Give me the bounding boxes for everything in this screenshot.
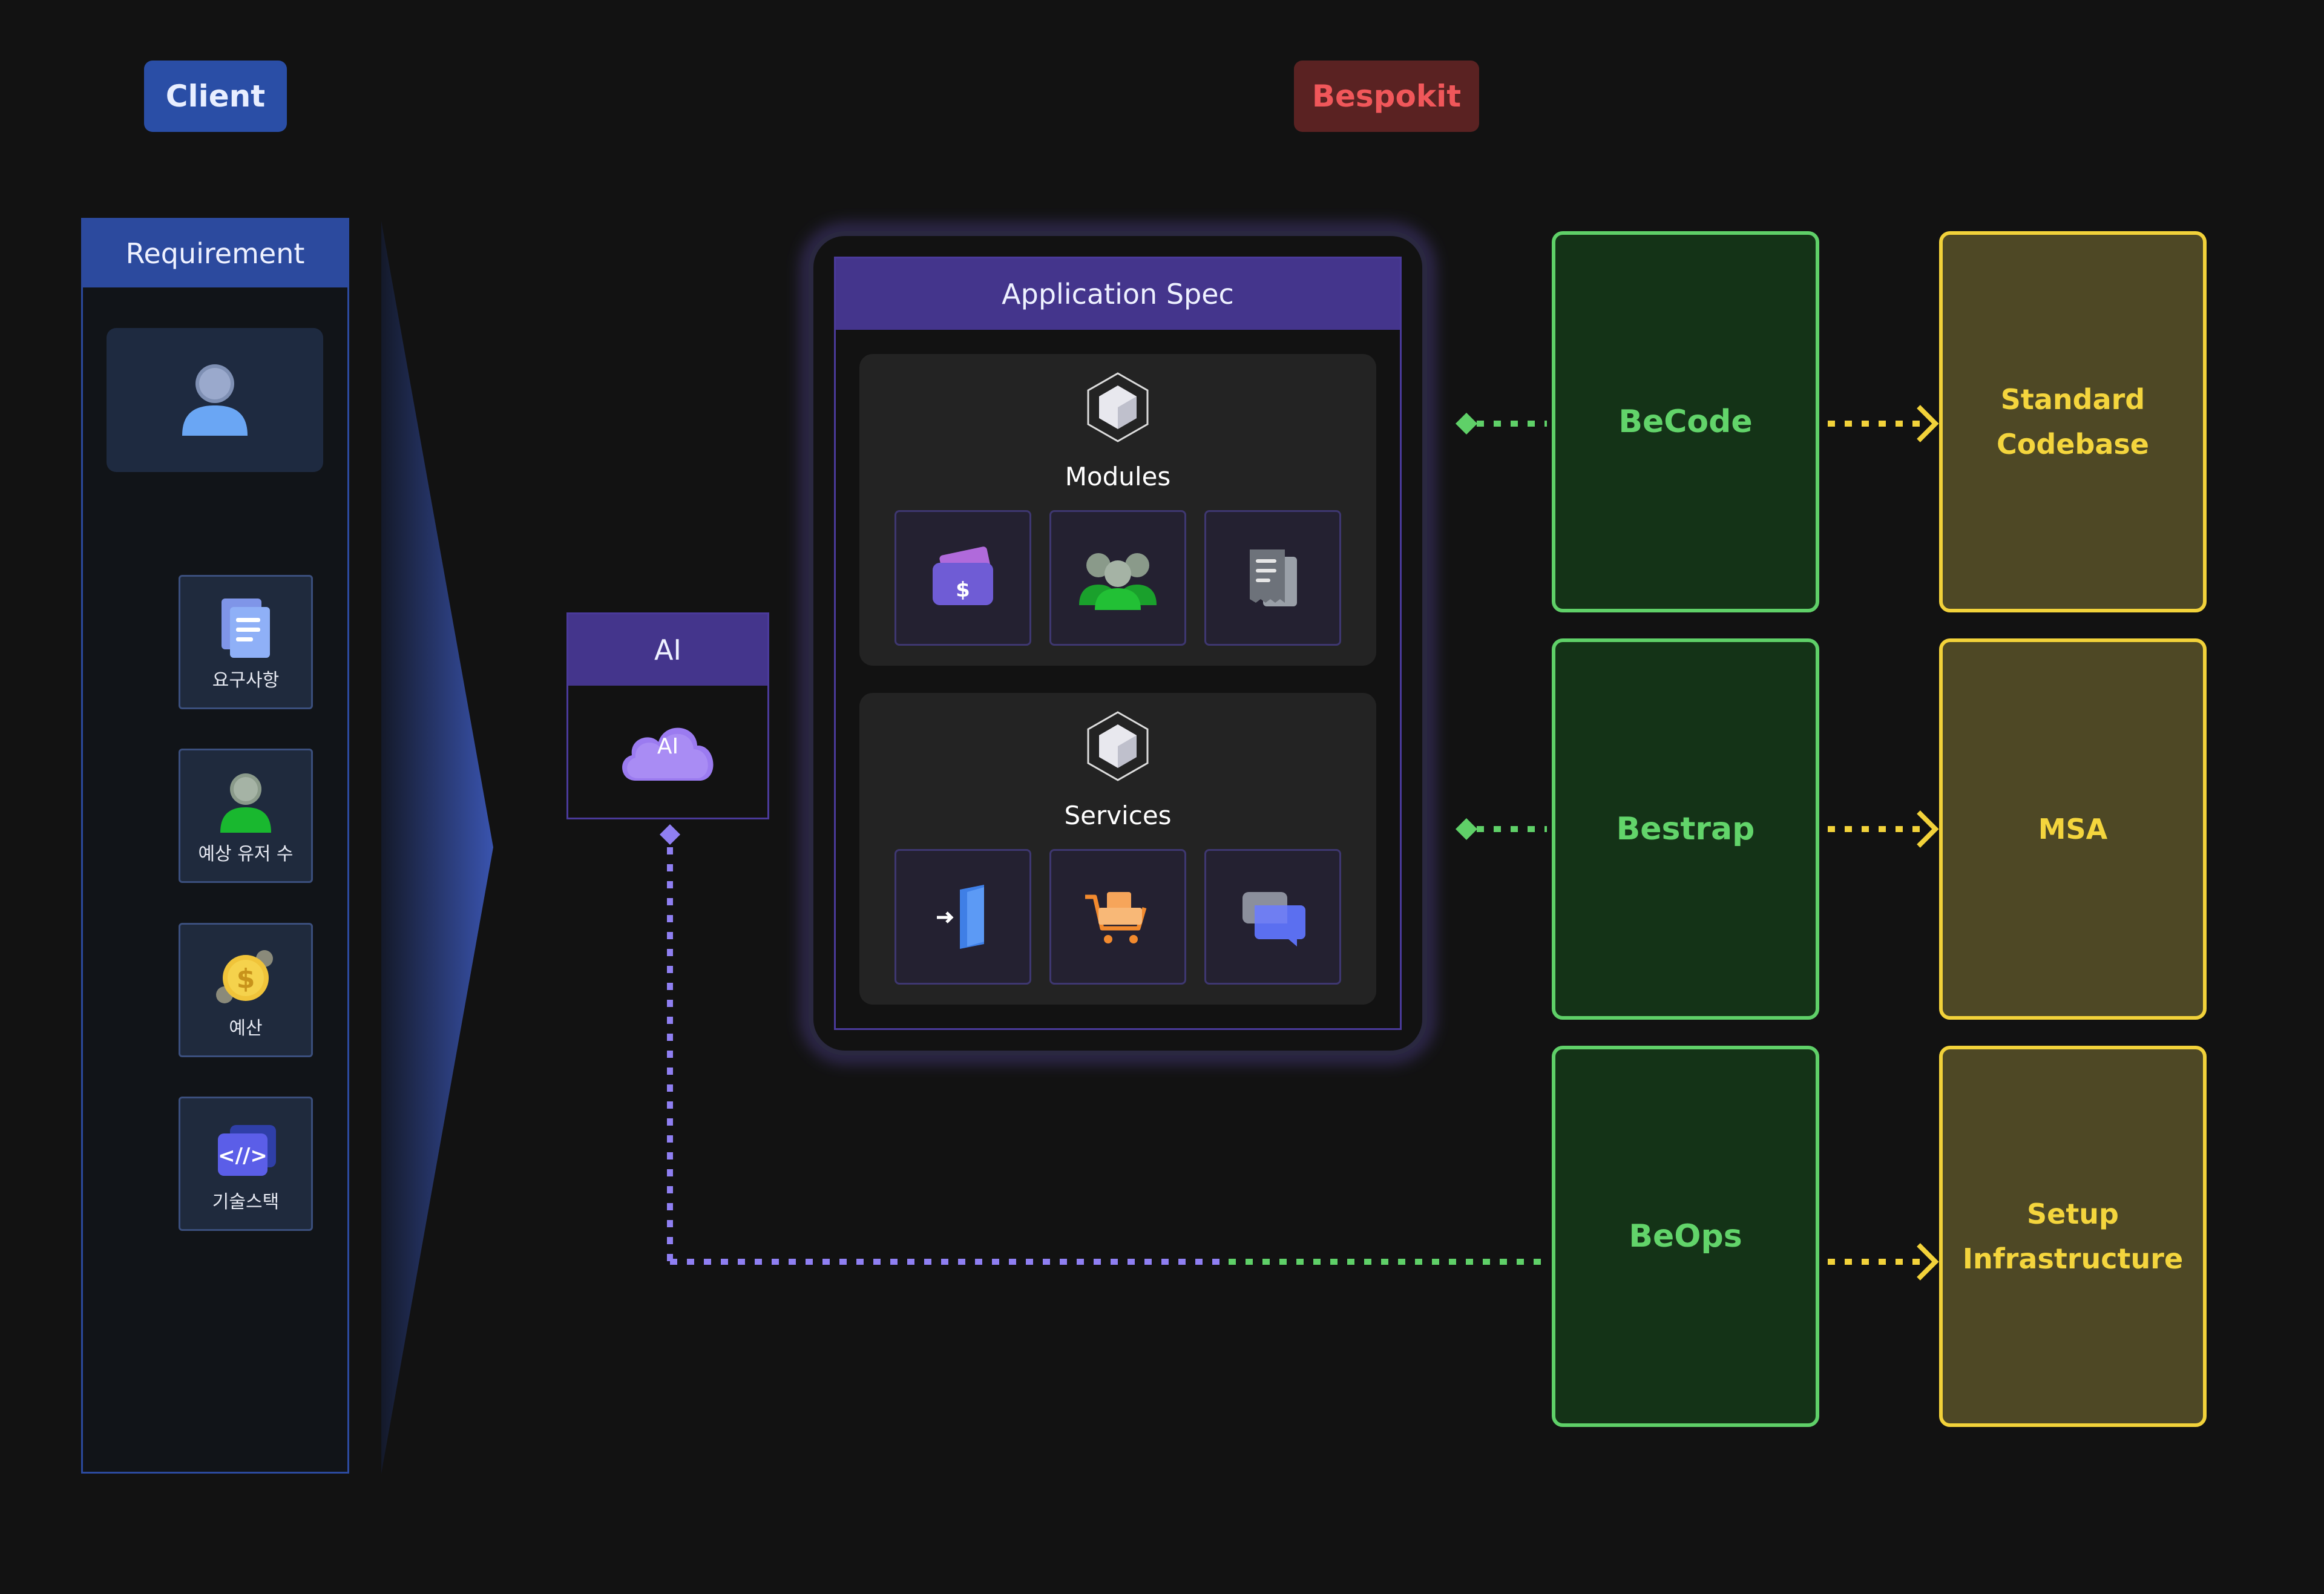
service-tile-chat[interactable] (1204, 849, 1341, 985)
code-icon: <//> (218, 1125, 276, 1176)
module-tile-receipt[interactable] (1204, 510, 1341, 646)
funnel-shape (381, 221, 493, 1474)
service-tile-login[interactable] (894, 849, 1031, 985)
ai-panel: AI AI (566, 612, 769, 819)
requirement-item-label: 기술스택 (212, 1192, 280, 1213)
chat-bubbles-icon (1242, 892, 1305, 946)
document-icon (222, 599, 270, 658)
output-msa: MSA (1939, 638, 2207, 1020)
ai-cloud-icon (622, 727, 714, 781)
svg-text:$: $ (237, 963, 255, 994)
ai-header: AI (568, 614, 767, 686)
service-tile-shopping[interactable] (1049, 849, 1186, 985)
ai-cloud-wrap (568, 686, 767, 818)
client-avatar-icon (182, 364, 248, 436)
application-spec-header: Application Spec (836, 258, 1400, 330)
modules-group: Modules $ (859, 354, 1376, 666)
tool-bestrap[interactable]: Bestrap (1552, 638, 1819, 1020)
wallet-icon: $ (933, 546, 993, 605)
svg-text:$: $ (956, 578, 970, 602)
login-door-icon (937, 885, 984, 949)
output-standard-codebase: Standard Codebase (1939, 231, 2207, 612)
tool-spec-links (1477, 421, 1547, 832)
services-title: Services (1064, 801, 1172, 830)
coin-icon: $ (216, 950, 273, 1003)
output-setup-infrastructure: Setup Infrastructure (1939, 1046, 2207, 1427)
module-hexagon-icon (1087, 372, 1149, 442)
users-group-icon (1079, 553, 1157, 610)
requirement-item-requirements: 요구사항 (179, 575, 313, 709)
module-tile-wallet[interactable]: $ (894, 510, 1031, 646)
client-badge: Client (144, 61, 287, 132)
shopping-cart-icon (1085, 892, 1147, 943)
tool-becode[interactable]: BeCode (1552, 231, 1819, 612)
requirement-item-expected-users: 예상 유저 수 (179, 749, 313, 883)
requirement-item-label: 예상 유저 수 (198, 844, 294, 865)
requirement-header: Requirement (83, 220, 347, 287)
ai-link-diamond (660, 824, 680, 845)
ai-cloud-label: AI (657, 734, 679, 759)
service-hexagon-icon (1087, 711, 1149, 781)
modules-title: Modules (1065, 462, 1171, 491)
requirement-item-label: 예산 (229, 1018, 263, 1039)
services-group: Services (859, 693, 1376, 1005)
receipt-icon (1250, 549, 1297, 606)
user-icon (220, 773, 271, 833)
tool-beops[interactable]: BeOps (1552, 1046, 1819, 1427)
svg-text:<//>: <//> (218, 1144, 268, 1168)
requirement-item-tech-stack: <//> 기술스택 (179, 1097, 313, 1231)
requirement-item-label: 요구사항 (212, 670, 280, 691)
tool-output-links (1828, 405, 1939, 1281)
requirement-item-budget: $ 예산 (179, 923, 313, 1057)
bespokit-badge: Bespokit (1294, 61, 1479, 132)
module-tile-users[interactable] (1049, 510, 1186, 646)
ai-beops-link (667, 847, 1547, 1265)
client-user-card (107, 328, 323, 472)
